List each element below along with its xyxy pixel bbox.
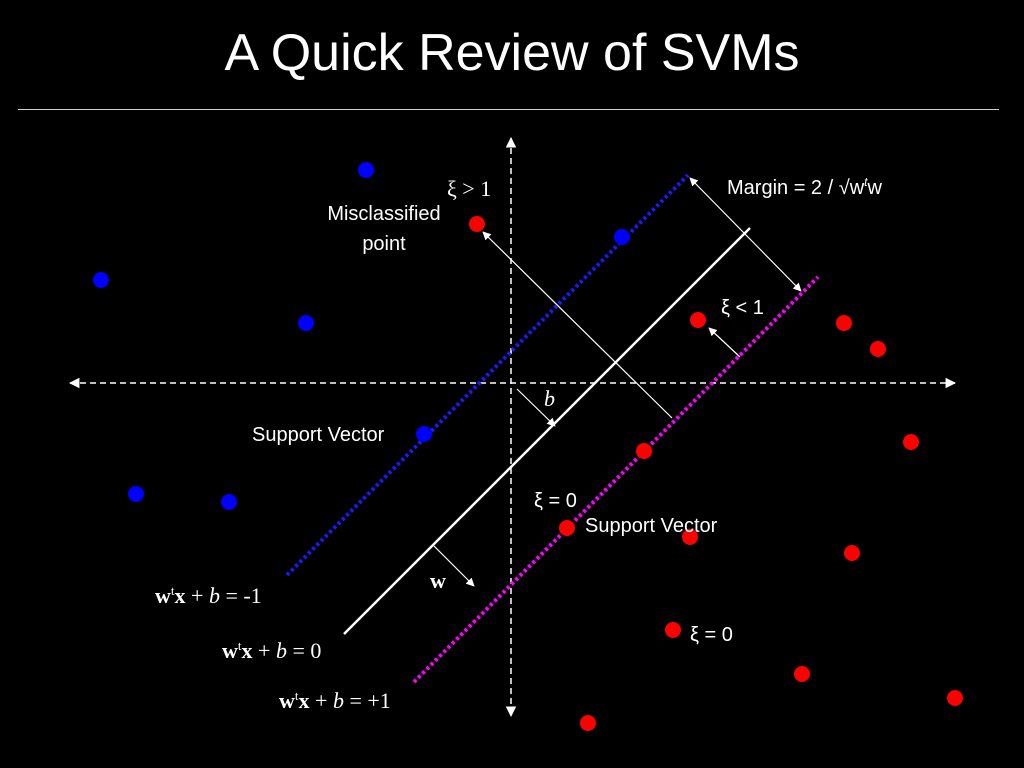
positive-point — [947, 690, 963, 706]
positive-point — [836, 315, 852, 331]
slide-title: A Quick Review of SVMs — [224, 24, 800, 82]
positive-point — [665, 622, 681, 638]
weight-vector-arrow — [433, 545, 475, 587]
boundary-equation: wtx + b = 0 — [222, 638, 321, 663]
positive-margin-equation: wtx + b = +1 — [279, 688, 391, 713]
margin-label: Margin = 2 / √wtw — [727, 175, 882, 199]
misclassified-slack-arrow — [482, 231, 673, 419]
positive-point — [636, 443, 652, 459]
negative-point — [128, 486, 144, 502]
title-divider — [18, 109, 999, 110]
decision-boundary-line — [343, 227, 751, 635]
positive-point — [844, 545, 860, 561]
positive-class-points — [469, 216, 963, 731]
bias-label: b — [544, 386, 555, 411]
positive-point — [580, 715, 596, 731]
negative-class-points — [93, 162, 630, 510]
misclassified-label-line2: point — [362, 233, 406, 255]
negative-margin-line — [285, 173, 690, 577]
xi-eq-0-label-b: ξ = 0 — [690, 624, 733, 646]
small-slack-arrow — [708, 327, 741, 358]
weight-vector-label: w — [430, 568, 446, 593]
support-vector-right-label: Support Vector — [585, 515, 718, 537]
misclassified-point — [469, 216, 485, 232]
xi-gt-1-label: ξ > 1 — [447, 176, 491, 201]
negative-point — [221, 494, 237, 510]
negative-point — [614, 229, 630, 245]
negative-point — [298, 315, 314, 331]
margin-arrow — [689, 177, 802, 292]
misclassified-label-line1: Misclassified — [327, 203, 440, 225]
negative-margin-equation: wtx + b = -1 — [155, 583, 262, 608]
positive-point — [682, 529, 698, 545]
positive-point — [794, 666, 810, 682]
negative-point — [358, 162, 374, 178]
support-vector-left-label: Support Vector — [252, 424, 385, 446]
positive-point — [903, 434, 919, 450]
negative-point — [93, 272, 109, 288]
positive-point — [690, 312, 706, 328]
xi-lt-1-label: ξ < 1 — [721, 297, 764, 319]
positive-margin-line — [412, 275, 820, 684]
positive-support-vector — [559, 520, 575, 536]
negative-point — [416, 426, 432, 442]
bias-arrow — [516, 388, 556, 427]
positive-point — [870, 341, 886, 357]
xi-eq-0-label-a: ξ = 0 — [534, 490, 577, 512]
